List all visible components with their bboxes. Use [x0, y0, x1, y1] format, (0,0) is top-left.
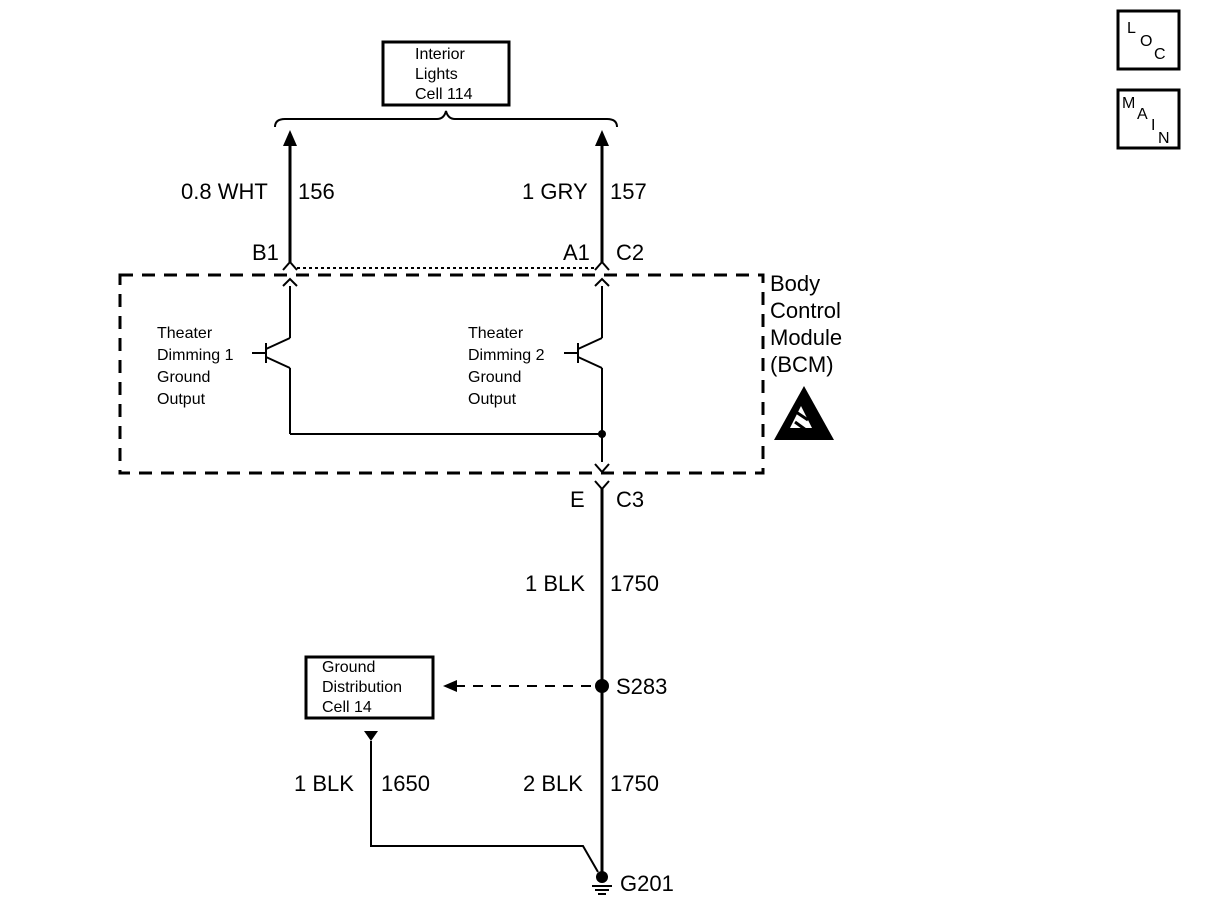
interior-lights-brace: [274, 110, 618, 128]
transistor-2: [564, 337, 603, 462]
bcm-label-line2: Control: [770, 298, 841, 323]
driver2-line4: Output: [468, 391, 517, 408]
connector-pin-icon: [594, 480, 610, 491]
loc-letter-o: O: [1140, 33, 1152, 50]
wire-1750b-color: 2 BLK: [523, 771, 583, 796]
loc-letter-l: L: [1127, 20, 1136, 37]
esd-warning-icon: [774, 386, 834, 440]
connector-pin-icon: [282, 260, 298, 271]
connector-pin-icon: [282, 277, 298, 287]
transistor-1: [252, 337, 291, 434]
pin-b1: B1: [252, 240, 279, 265]
ground-icon: [592, 871, 612, 895]
loc-letter-c: C: [1154, 46, 1166, 63]
main-letter-a: A: [1137, 106, 1148, 123]
wire-1650-color: 1 BLK: [294, 771, 354, 796]
splice-s283: [595, 679, 609, 693]
bcm-ground-junction: [598, 430, 606, 438]
main-letter-m: M: [1122, 95, 1135, 112]
ground-distribution-link[interactable]: Ground Distribution Cell 14: [304, 655, 435, 720]
wire-1750a-color: 1 BLK: [525, 571, 585, 596]
interior-lights-link[interactable]: Interior Lights Cell 114: [381, 40, 511, 107]
pin-e: E: [570, 487, 585, 512]
connector-c2: C2: [616, 240, 644, 265]
ground-label: G201: [620, 871, 674, 896]
connector-pin-icon: [594, 260, 610, 271]
main-button[interactable]: M A I N: [1116, 88, 1181, 150]
interior-lights-line2: Lights: [415, 66, 458, 83]
bcm-label-line1: Body: [770, 271, 820, 296]
wire-156-circuit: 156: [298, 179, 335, 204]
arrow-down-icon: [364, 731, 378, 741]
bcm-label-line3: Module: [770, 325, 842, 350]
wire-1650: [370, 741, 599, 873]
arrow-left-icon: [443, 680, 457, 692]
ground-distribution-line2: Distribution: [322, 679, 402, 696]
driver2-line2: Dimming 2: [468, 347, 545, 364]
interior-lights-line3: Cell 114: [415, 86, 473, 103]
driver1-line1: Theater: [157, 325, 213, 342]
wire-156-color: 0.8 WHT: [181, 179, 268, 204]
driver1-line4: Output: [157, 391, 206, 408]
main-letter-i: I: [1151, 117, 1155, 134]
pin-a1: A1: [563, 240, 590, 265]
driver2-line3: Ground: [468, 369, 521, 386]
driver1-line2: Dimming 1: [157, 347, 234, 364]
splice-label: S283: [616, 674, 667, 699]
wire-157-circuit: 157: [610, 179, 647, 204]
driver2-line1: Theater: [468, 325, 524, 342]
bcm-label-line4: (BCM): [770, 352, 834, 377]
connector-pin-icon: [594, 277, 610, 287]
wire-1750a-circuit: 1750: [610, 571, 659, 596]
ground-distribution-line3: Cell 14: [322, 699, 372, 716]
bcm-boundary: [118, 273, 765, 475]
arrow-up-icon: [595, 130, 609, 146]
main-letter-n: N: [1158, 130, 1170, 147]
connector-c3: C3: [616, 487, 644, 512]
wire-157-color: 1 GRY: [522, 179, 588, 204]
driver1-line3: Ground: [157, 369, 210, 386]
arrow-up-icon: [283, 130, 297, 146]
connector-pin-icon: [594, 463, 610, 474]
ground-distribution-line1: Ground: [322, 659, 375, 676]
wire-1650-circuit: 1650: [381, 771, 430, 796]
interior-lights-line1: Interior: [415, 46, 465, 63]
loc-button[interactable]: L O C: [1116, 9, 1181, 71]
wire-1750b-circuit: 1750: [610, 771, 659, 796]
